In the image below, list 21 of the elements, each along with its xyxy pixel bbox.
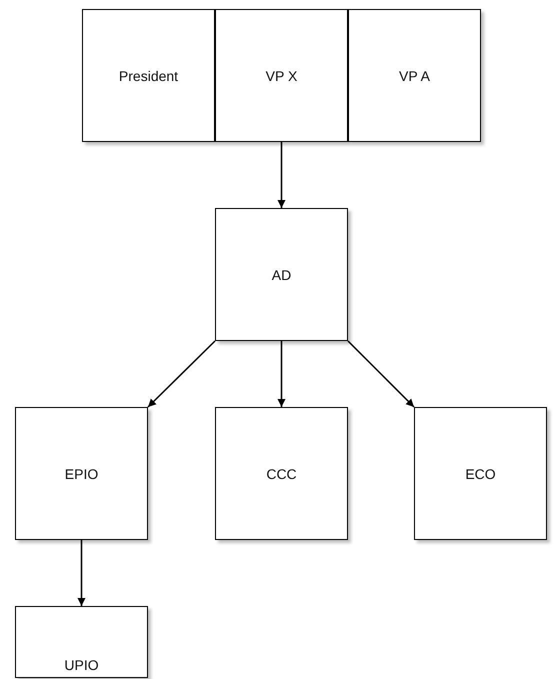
arrow bbox=[78, 540, 86, 606]
org-box bbox=[215, 9, 348, 142]
box-label: President bbox=[118, 68, 178, 84]
org-box bbox=[215, 407, 348, 540]
arrow bbox=[147, 340, 216, 408]
box-label: EPIO bbox=[64, 466, 98, 482]
box-label: AD bbox=[272, 266, 292, 282]
arrow bbox=[278, 142, 286, 208]
org-box bbox=[348, 9, 481, 142]
org-box bbox=[15, 606, 148, 678]
org-box bbox=[414, 407, 547, 540]
box-label: ECO bbox=[465, 466, 496, 482]
box-label: VP X bbox=[266, 68, 298, 84]
org-box bbox=[215, 208, 348, 341]
arrow bbox=[278, 341, 286, 407]
org-box bbox=[15, 407, 148, 540]
box-label: VP A bbox=[399, 68, 430, 84]
box-label: CCC bbox=[266, 466, 297, 482]
arrow bbox=[347, 340, 415, 408]
org-box bbox=[82, 9, 215, 142]
box-label: UPIO bbox=[64, 657, 99, 673]
